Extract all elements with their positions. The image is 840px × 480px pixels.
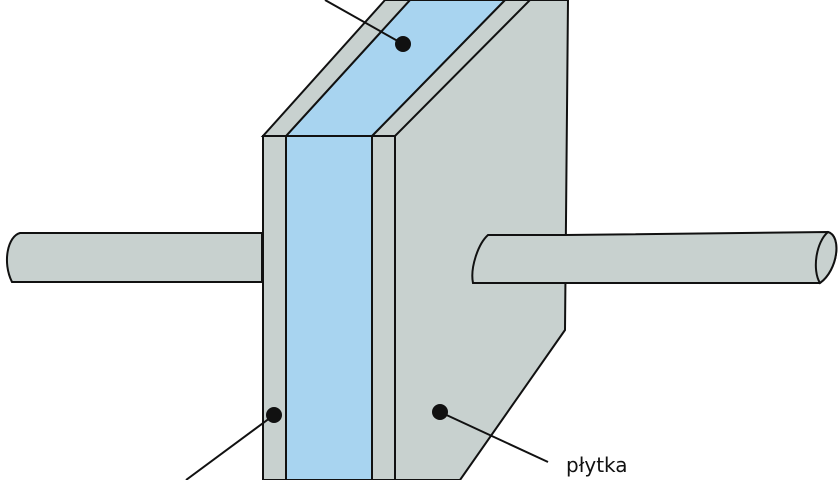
front-plate [260, 0, 412, 480]
leader-back-plate [432, 404, 549, 463]
right-lead-wire [471, 230, 838, 285]
back-plate [369, 0, 570, 480]
left-lead-wire [5, 232, 263, 283]
leader-front-plate [185, 407, 282, 480]
plate-label: płytka [566, 453, 628, 477]
leader-dielectric [324, 0, 411, 52]
